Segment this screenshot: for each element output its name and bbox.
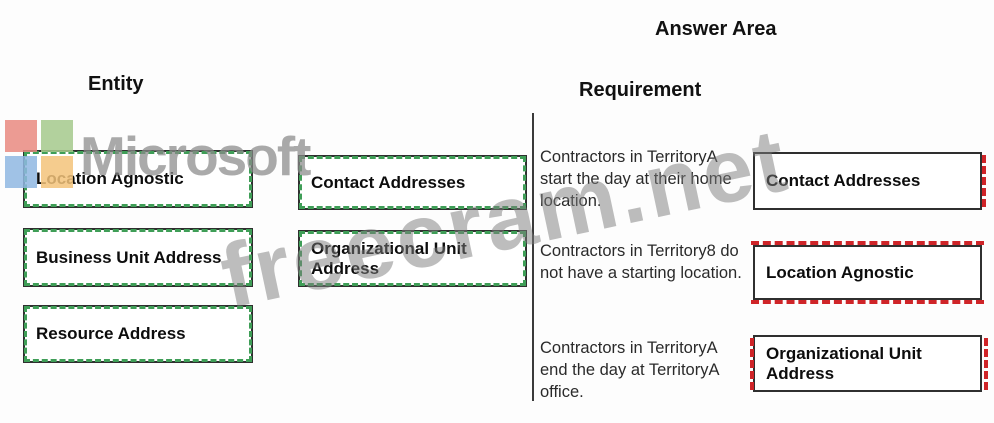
answer-slot-2-location-agnostic[interactable]: Location Agnostic <box>753 245 982 300</box>
entity-option-business-unit-address[interactable]: Business Unit Address <box>23 228 253 287</box>
answer-area-title: Answer Area <box>655 18 777 40</box>
entity-option-organizational-unit-address[interactable]: Organizational Unit Address <box>298 230 527 287</box>
entity-option-label: Contact Addresses <box>311 172 466 192</box>
requirement-text-2: Contractors in Territory8 do not have a … <box>540 242 742 282</box>
requirement-text-3: Contractors in TerritoryA end the day at… <box>540 339 719 401</box>
entity-option-resource-address[interactable]: Resource Address <box>23 305 253 363</box>
answer-slot-1-contact-addresses[interactable]: Contact Addresses <box>753 152 982 210</box>
microsoft-logo-red-square-icon <box>5 120 37 152</box>
answer-label: Contact Addresses <box>766 171 921 190</box>
drop-target-dash-top-2 <box>751 241 984 245</box>
drop-target-dash-right-1 <box>982 155 986 207</box>
answer-slot-3-organizational-unit-address[interactable]: Organizational Unit Address <box>753 335 982 392</box>
answer-label: Location Agnostic <box>766 262 914 282</box>
drop-target-dash-bottom-2 <box>751 300 984 304</box>
entity-column-heading: Entity <box>88 73 144 95</box>
entity-option-location-agnostic[interactable]: Location Agnostic <box>23 150 253 208</box>
freecram-watermark-text: freecram.net <box>212 110 798 328</box>
entity-option-label: Location Agnostic <box>36 169 184 188</box>
requirement-text-1: Contractors in TerritoryA start the day … <box>540 148 732 210</box>
entity-option-label: Business Unit Address <box>36 247 222 267</box>
requirement-column-heading: Requirement <box>579 79 702 101</box>
microsoft-logo-green-square-icon <box>41 120 73 152</box>
entity-option-contact-addresses[interactable]: Contact Addresses <box>298 155 527 210</box>
entity-option-label: Organizational Unit Address <box>311 238 467 278</box>
entity-option-label: Resource Address <box>36 324 186 343</box>
drop-target-dash-left-3 <box>750 338 754 390</box>
answer-label: Organizational Unit Address <box>766 343 922 383</box>
drop-target-dash-right-3 <box>984 338 988 390</box>
answer-area-divider <box>532 113 534 401</box>
